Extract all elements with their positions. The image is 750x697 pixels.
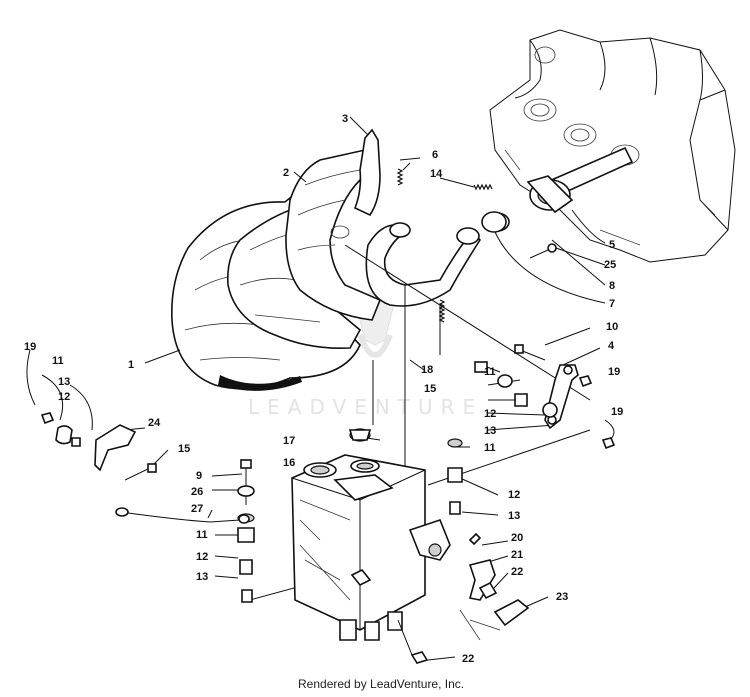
spring-6 <box>396 157 421 186</box>
callout-2: 2 <box>283 167 289 179</box>
footer-credit: Rendered by LeadVenture, Inc. <box>298 677 464 691</box>
callout-16: 16 <box>283 457 295 469</box>
callout-11-lower: 11 <box>196 529 208 541</box>
callout-14: 14 <box>430 168 443 180</box>
muffler-canister <box>291 428 451 641</box>
cable-27 <box>115 507 250 524</box>
callout-3: 3 <box>342 113 348 125</box>
callout-11-upper: 11 <box>484 366 496 378</box>
callout-27: 27 <box>191 503 203 515</box>
callout-12-left: 12 <box>58 391 70 403</box>
callout-11-left: 11 <box>52 355 64 367</box>
callout-8: 8 <box>609 280 615 292</box>
watermark-text: LEADVENTURE <box>248 395 483 419</box>
grommet-stack-right <box>447 361 558 515</box>
callout-19-upper: 19 <box>608 366 620 378</box>
exhaust-manifold <box>484 146 634 232</box>
callout-18: 18 <box>421 364 433 376</box>
callout-1: 1 <box>128 359 134 371</box>
exhaust-gasket-7 <box>481 211 507 233</box>
callout-13-lower: 13 <box>196 571 208 583</box>
callout-22-bottom: 22 <box>462 653 474 665</box>
callout-7: 7 <box>609 298 615 310</box>
callout-12-upper: 12 <box>484 408 496 420</box>
spring-14 <box>473 183 493 191</box>
exhaust-head-pipe <box>353 128 482 307</box>
callout-17: 17 <box>283 435 295 447</box>
engine-block <box>489 29 736 263</box>
callout-5: 5 <box>609 239 615 251</box>
callout-12-right: 12 <box>508 489 520 501</box>
callout-24: 24 <box>148 417 161 429</box>
callout-15-right: 15 <box>424 383 436 395</box>
callout-19-lower: 19 <box>611 406 623 418</box>
callout-13-left: 13 <box>58 376 70 388</box>
grommet-stack-left <box>237 459 255 603</box>
bolt-10 <box>514 344 546 361</box>
callout-13-right: 13 <box>508 510 520 522</box>
callout-6: 6 <box>432 149 438 161</box>
callout-25: 25 <box>604 259 616 271</box>
callout-26: 26 <box>191 486 203 498</box>
callout-9: 9 <box>196 470 202 482</box>
callout-4: 4 <box>608 340 615 352</box>
callout-11-right: 11 <box>484 442 496 454</box>
tail-pipe-2 <box>285 149 382 321</box>
spring-clamp-parts <box>397 532 530 664</box>
callout-10: 10 <box>606 321 618 333</box>
callout-19-left: 19 <box>24 341 36 353</box>
callout-13-upper: 13 <box>484 425 496 437</box>
callout-21: 21 <box>511 549 523 561</box>
callout-15-left: 15 <box>178 443 190 455</box>
callout-20: 20 <box>511 532 523 544</box>
callout-22-right: 22 <box>511 566 523 578</box>
callout-12-lower: 12 <box>196 551 208 563</box>
callout-23: 23 <box>556 591 568 603</box>
bolt-25 <box>529 243 557 259</box>
callouts: 1 2 3 4 5 6 7 8 9 10 11 11 11 11 12 12 1… <box>24 113 623 665</box>
left-hardware <box>40 412 157 481</box>
spring-18 <box>438 299 446 323</box>
